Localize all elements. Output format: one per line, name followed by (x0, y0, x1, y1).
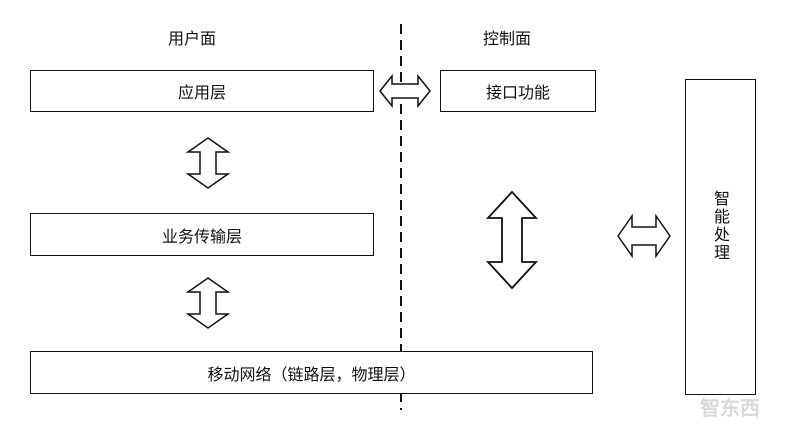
service-transport-layer-label: 业务传输层 (161, 226, 242, 246)
interface-function-box: 接口功能 (440, 70, 596, 112)
control-plane-arrow (485, 190, 539, 290)
control-plane-label: 控制面 (483, 29, 532, 48)
interface-function-label: 接口功能 (485, 83, 550, 102)
app-layer-box: 应用层 (30, 70, 374, 112)
mobile-network-label: 移动网络（链路层，物理层） (207, 364, 416, 384)
app-service-arrow (185, 137, 231, 189)
app-layer-label: 应用层 (177, 83, 226, 102)
user-plane-label: 用户面 (168, 29, 217, 48)
watermark-logo: 智东西 (700, 396, 760, 420)
control-intelligent-arrow (617, 213, 671, 259)
app-interface-arrow (379, 73, 431, 109)
service-transport-layer-box: 业务传输层 (30, 213, 374, 256)
service-network-arrow (185, 277, 231, 329)
intelligent-processing-label: 智能处理 (711, 190, 730, 262)
mobile-network-box: 移动网络（链路层，物理层） (30, 351, 593, 394)
intelligent-processing-box (685, 79, 756, 395)
